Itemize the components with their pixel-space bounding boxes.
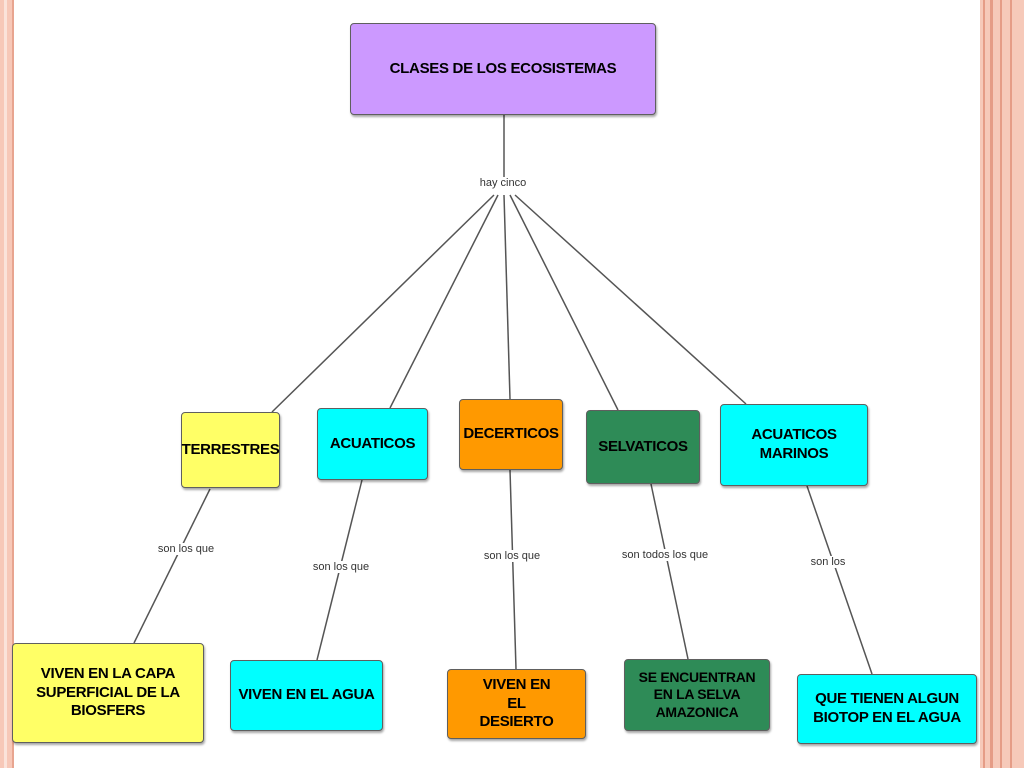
link-cat-desc-1 (133, 488, 211, 644)
description-text: SE ENCUENTRAN EN LA SELVA AMAZONICA (638, 668, 756, 720)
category-node-selvaticos: SELVATICOS (586, 410, 700, 484)
category-label: SELVATICOS (598, 437, 688, 455)
relation-label: son los que (481, 550, 543, 562)
slide-frame-left (0, 0, 14, 768)
category-label: ACUATICOS MARINOS (751, 426, 837, 462)
category-label: TERRESTRES (181, 440, 280, 458)
description-text: VIVEN EN LA CAPA SUPERFICIAL DE LA BIOSF… (36, 664, 180, 720)
root-connector-label: hay cinco (477, 177, 529, 189)
category-node-terrestres: TERRESTRES (181, 412, 280, 488)
link-hub-cat-5 (514, 194, 747, 405)
slide-frame-right (980, 0, 1024, 768)
relation-label: son los que (310, 561, 372, 573)
description-node: QUE TIENEN ALGUN BIOTOP EN EL AGUA (797, 674, 977, 744)
description-text: VIVEN EN EL AGUA (238, 686, 375, 704)
category-label: ACUATICOS (329, 434, 416, 452)
link-hub-cat-2 (389, 194, 499, 409)
description-text: QUE TIENEN ALGUN BIOTOP EN EL AGUA (813, 690, 961, 726)
category-node-decerticos: DECERTICOS (459, 399, 563, 470)
category-node-acuaticos-marinos: ACUATICOS MARINOS (720, 404, 868, 486)
link-hub-cat-4 (509, 194, 619, 411)
title-node: CLASES DE LOS ECOSISTEMAS (350, 23, 656, 115)
description-node: VIVEN EN EL DESIERTO (447, 669, 586, 739)
description-node: VIVEN EN LA CAPA SUPERFICIAL DE LA BIOSF… (12, 643, 204, 743)
link-cat-desc-3 (509, 469, 517, 670)
link-cat-desc-5 (806, 485, 873, 675)
link-hub-cat-3 (503, 194, 511, 400)
relation-label: son los (808, 556, 848, 568)
description-text: VIVEN EN EL DESIERTO (479, 675, 554, 731)
category-label: DECERTICOS (463, 425, 559, 443)
relation-label: son todos los que (619, 549, 711, 561)
description-node: SE ENCUENTRAN EN LA SELVA AMAZONICA (624, 659, 770, 731)
description-node: VIVEN EN EL AGUA (230, 660, 383, 731)
link-cat-desc-4 (650, 483, 689, 660)
relation-label: son los que (155, 543, 217, 555)
link-hub-cat-1 (271, 194, 495, 413)
diagram-canvas (14, 0, 980, 768)
title-text: CLASES DE LOS ECOSISTEMAS (389, 59, 617, 77)
category-node-acuaticos: ACUATICOS (317, 408, 428, 480)
